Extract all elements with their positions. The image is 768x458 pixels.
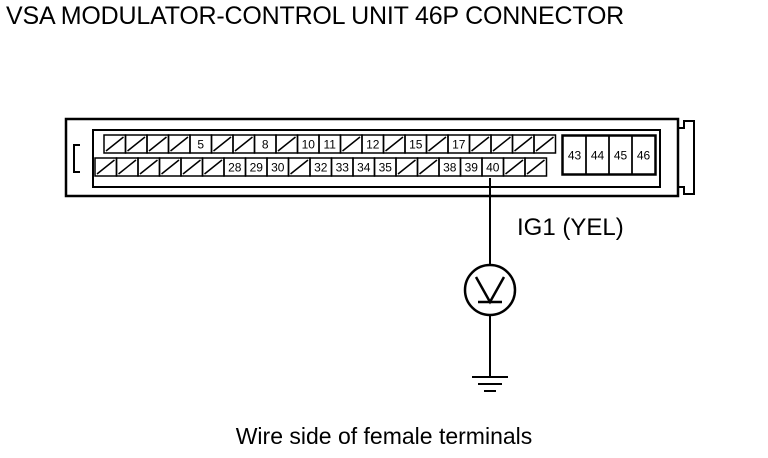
terminal-empty [511,134,535,154]
terminal-empty [275,134,299,154]
terminal-label: 35 [379,161,393,175]
terminal-empty [425,134,449,154]
terminal-empty [524,157,548,177]
terminal-33: 33 [330,157,354,177]
terminal-label: 5 [197,138,204,152]
terminal-empty [416,157,440,177]
terminal-empty [94,157,118,177]
terminal-empty [201,157,225,177]
terminal-empty [137,157,161,177]
connector-bottom-row: 28 29 30 32 33 34 35 38 39 40 [94,157,548,177]
terminal-empty [468,134,492,154]
terminal-label: 10 [302,138,316,152]
terminal-label: 11 [324,138,337,152]
diagram-title: VSA MODULATOR-CONTROL UNIT 46P CONNECTOR [6,2,625,30]
terminal-empty [124,134,148,154]
terminal-label: 30 [271,161,285,175]
terminal-empty [382,134,406,154]
terminal-17: 17 [447,134,471,154]
terminal-empty [115,157,139,177]
terminal-label: 43 [568,149,582,163]
terminal-11: 11 [318,134,342,154]
terminal-45: 45 [608,135,633,175]
terminal-label: 12 [366,138,380,152]
terminal-label: 46 [637,149,651,163]
terminal-empty [210,134,234,154]
terminal-8: 8 [253,134,277,154]
terminal-28: 28 [223,157,247,177]
terminal-label: 44 [591,149,605,163]
terminal-35: 35 [373,157,397,177]
voltmeter-icon [463,263,517,317]
terminal-label: 34 [357,161,371,175]
terminal-label: 39 [465,161,479,175]
wire-label: IG1 (YEL) [517,214,624,241]
terminal-10: 10 [296,134,320,154]
terminal-38: 38 [438,157,462,177]
terminal-empty [158,157,182,177]
terminal-label: 15 [409,138,423,152]
terminal-empty [180,157,204,177]
terminal-43: 43 [562,135,587,175]
terminal-empty [502,157,526,177]
terminal-label: 33 [336,161,350,175]
terminal-29: 29 [244,157,268,177]
terminal-30: 30 [266,157,290,177]
terminal-label: 28 [228,161,242,175]
connector-housing [64,117,695,198]
terminal-label: 17 [452,138,466,152]
terminal-label: 40 [486,161,500,175]
terminal-label: 38 [443,161,457,175]
terminal-empty [533,134,557,154]
terminal-label: 45 [614,149,628,163]
terminal-empty [103,134,127,154]
connector-top-row: 5 8 10 11 12 15 17 [103,134,557,154]
terminal-empty [490,134,514,154]
terminal-39: 39 [459,157,483,177]
terminal-5: 5 [189,134,213,154]
terminal-label: 8 [262,138,269,152]
terminal-empty [232,134,256,154]
terminal-label: 32 [314,161,328,175]
terminal-34: 34 [352,157,376,177]
terminal-empty [395,157,419,177]
terminal-32: 32 [309,157,333,177]
terminal-12: 12 [361,134,385,154]
terminal-15: 15 [404,134,428,154]
terminal-empty [339,134,363,154]
terminal-44: 44 [585,135,610,175]
terminal-empty [287,157,311,177]
terminal-46: 46 [631,135,656,175]
terminal-label: 29 [250,161,264,175]
terminal-40: 40 [481,157,505,177]
ground-icon [472,376,508,392]
terminal-empty [167,134,191,154]
connector-right-block: 43 44 45 46 [561,134,657,176]
terminal-empty [146,134,170,154]
diagram-caption: Wire side of female terminals [235,423,533,449]
